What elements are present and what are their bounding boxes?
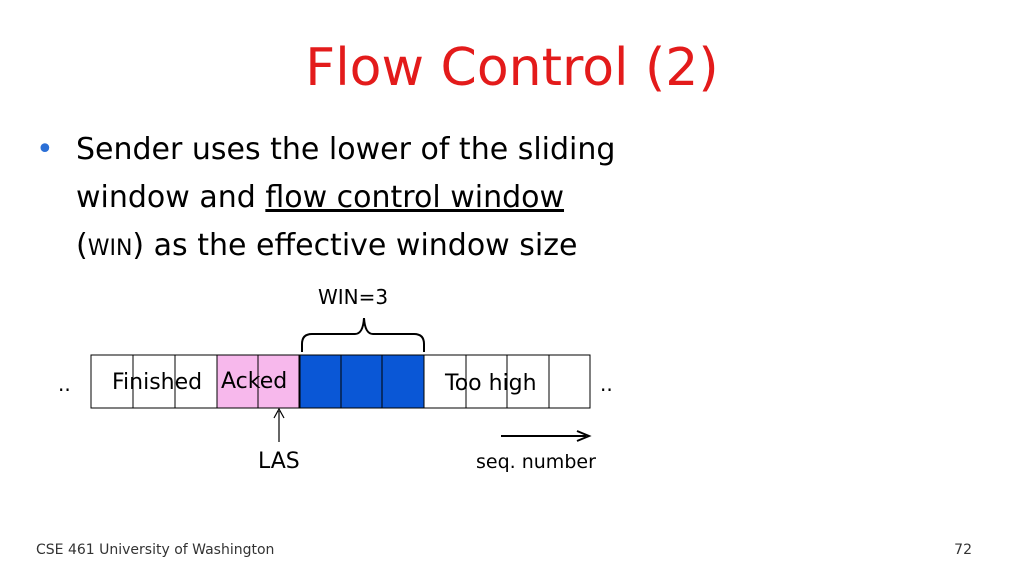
paren-open: (: [76, 228, 88, 263]
cell-finished-3: [174, 354, 218, 409]
bullet-text: Sender uses the lower of the sliding win…: [76, 126, 716, 273]
footer-page-number: 72: [954, 542, 972, 558]
right-ellipsis: ..: [600, 372, 613, 396]
las-label: LAS: [258, 449, 300, 474]
finished-label: Finished: [112, 370, 203, 395]
win-label: WIN=3: [318, 285, 389, 309]
cell-toohigh-4: [548, 354, 591, 409]
flow-control-window-term: flow control window: [265, 180, 565, 215]
acked-label: Acked: [221, 369, 288, 394]
too-high-label: Too high: [445, 371, 537, 396]
cell-toohigh-3: [506, 354, 550, 409]
bullet-text-part2: ) as the effective window size: [132, 228, 578, 263]
bullet-text-part1: Sender uses the lower of the sliding win…: [76, 132, 616, 215]
cell-finished-1: [90, 354, 134, 409]
slide-title: Flow Control (2): [305, 38, 719, 98]
cell-finished-2: [132, 354, 176, 409]
seq-arrow-head: [576, 430, 592, 442]
seq-number-label: seq. number: [476, 451, 596, 473]
cell-window-3: [381, 354, 425, 409]
win-smallcaps: WIN: [87, 236, 133, 261]
cell-window-1: [299, 354, 342, 409]
sequence-cells: [90, 354, 591, 409]
cell-window-2: [340, 354, 383, 409]
win-brace: [301, 317, 425, 352]
footer-course: CSE 461 University of Washington: [36, 542, 275, 558]
cell-toohigh-2: [465, 354, 508, 409]
las-arrow-head: [273, 407, 285, 419]
bullet-dot-icon: •: [36, 132, 54, 167]
cell-acked-2: [257, 354, 300, 409]
left-ellipsis: ..: [58, 372, 71, 396]
